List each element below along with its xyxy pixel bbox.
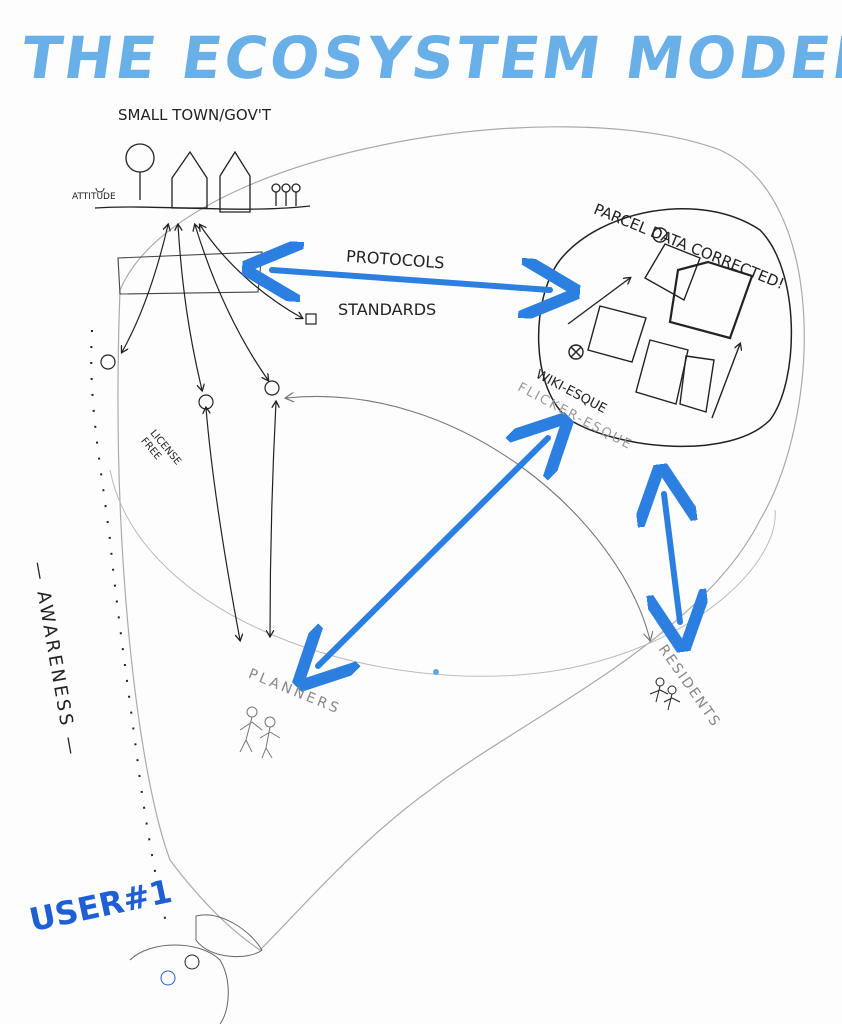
- smiley-icon: [95, 187, 105, 193]
- person-icon: [291, 183, 301, 193]
- parcel-contents: [567, 227, 754, 419]
- attitude-label: ATTITUDE: [72, 192, 116, 202]
- house-icon: [219, 150, 251, 213]
- town-cluster: [94, 143, 311, 213]
- diagram-title: THE ECOSYSTEM MODEL: [17, 24, 842, 92]
- person-icon: [271, 183, 281, 193]
- residents-arrow: [664, 494, 680, 622]
- gov-label: SMALL TOWN/GOV'T: [118, 106, 271, 124]
- residents-figures: [649, 677, 681, 711]
- ecosystem-outline: [117, 126, 805, 951]
- pin-icon: [652, 227, 668, 243]
- protocols-arrow: [272, 270, 550, 290]
- blue-arrows: [272, 270, 680, 666]
- standards-label: STANDARDS: [338, 300, 437, 319]
- parcel-blob: [537, 207, 793, 448]
- node-blobs: [100, 313, 317, 410]
- planners-figures: [239, 706, 281, 759]
- awareness-dashes: [90, 329, 169, 931]
- blue-dot: [433, 669, 439, 675]
- ground-line: [94, 205, 311, 210]
- target-icon: [568, 344, 584, 360]
- planners-arrow: [318, 438, 548, 666]
- person-icon: [281, 183, 291, 193]
- house-icon: [171, 150, 208, 209]
- user-figure: [129, 914, 263, 1024]
- tree-icon: [125, 143, 155, 173]
